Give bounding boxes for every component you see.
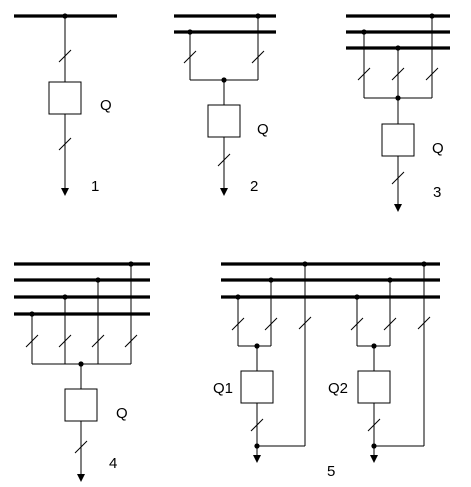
scheme-number: 4 [109,455,117,472]
scheme-number: 5 [327,463,335,480]
disconnector-mark [391,67,405,81]
device-box [48,81,82,115]
disconnector-mark [383,317,397,331]
disconnector-mark [58,137,72,151]
device-box [381,123,415,157]
disconnector-mark [357,67,371,81]
scheme-4: Q 4 [14,261,150,482]
device-box [357,370,391,404]
arrow-down-icon [253,455,261,463]
device-label: Q2 [328,380,348,397]
device-label: Q [257,121,269,138]
disconnector-mark [124,334,138,348]
device-label: Q1 [213,380,233,397]
scheme-3: Q 3 [346,13,450,212]
device-box [64,388,98,422]
disconnector-mark [74,440,88,454]
scheme-1: Q 1 [14,13,117,196]
scheme-number: 2 [250,178,258,195]
disconnector-mark [425,67,439,81]
arrow-down-icon [370,455,378,463]
arrow-down-icon [77,474,85,482]
disconnector-mark [298,316,312,330]
junction-dot [254,443,260,449]
disconnector-mark [217,153,231,167]
junction-dot [255,13,261,19]
disconnector-mark [250,418,264,432]
disconnector-mark [58,334,72,348]
disconnector-mark [367,418,381,432]
scheme-number: 3 [433,184,441,201]
disconnector-mark [231,317,245,331]
disconnector-mark [251,50,265,64]
disconnector-mark [350,317,364,331]
disconnector-mark [25,334,39,348]
device-box [240,370,274,404]
device-label: Q [100,97,112,114]
arrow-down-icon [220,188,228,196]
junction-dot [429,13,435,19]
scheme-2: Q 2 [174,13,276,196]
scheme-number: 1 [91,178,99,195]
disconnector-mark [264,317,278,331]
device-label: Q [432,140,444,157]
junction-dot [62,13,68,19]
disconnector-mark [391,171,405,185]
device-label: Q [116,405,128,422]
disconnector-mark [91,334,105,348]
device-box [207,104,241,138]
scheme-5: Q1 Q2 5 [213,261,440,480]
arrow-down-icon [61,188,69,196]
junction-dot [371,443,377,449]
disconnector-mark [58,49,72,63]
disconnector-mark [417,316,431,330]
arrow-down-icon [394,204,402,212]
disconnector-mark [183,50,197,64]
